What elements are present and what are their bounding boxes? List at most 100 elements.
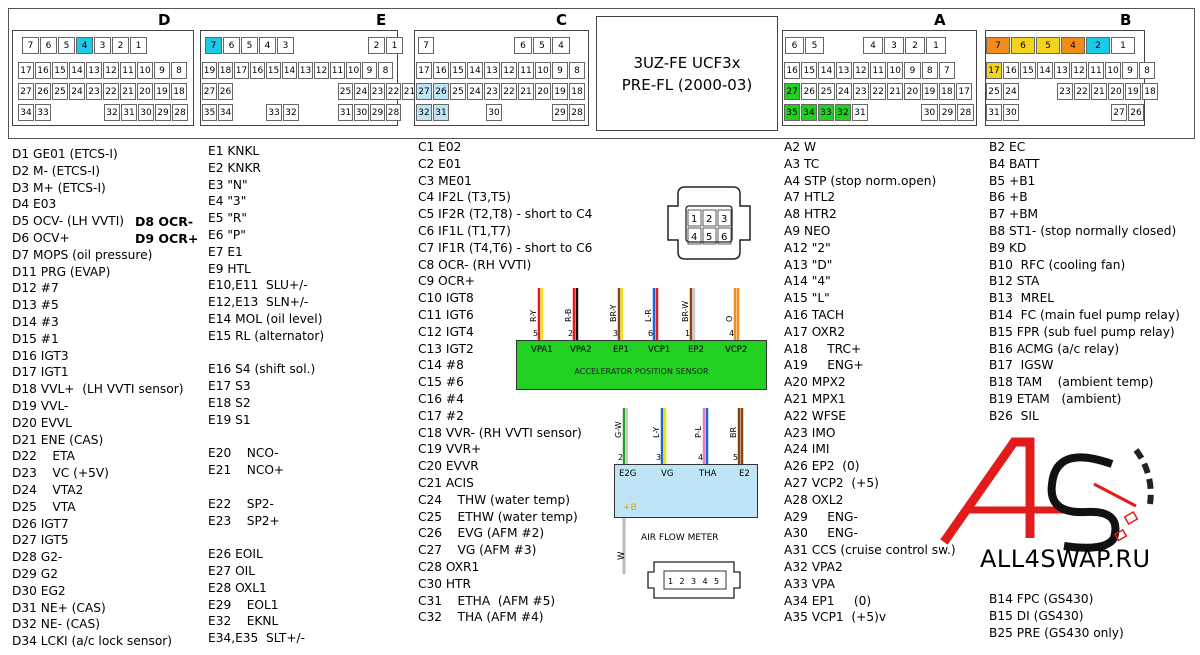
- pin-desc: A35 VCP1 (+5)v: [784, 610, 887, 625]
- pin-cell: 14: [467, 62, 483, 79]
- pin-desc: E29 EOL1: [208, 597, 279, 612]
- pin-cell: 22: [1074, 83, 1090, 100]
- pin-desc: E22 SP2-: [208, 496, 274, 511]
- pin-desc: D22 ETA: [12, 449, 75, 464]
- aps-pin-number: 2: [568, 329, 573, 338]
- pin-desc: B7 +BM: [989, 207, 1039, 222]
- pin-cell: 19: [1125, 83, 1141, 100]
- pin-cell: 23: [1057, 83, 1073, 100]
- aps-pin-label: VCP1: [648, 345, 671, 355]
- pin-desc: B2 EC: [989, 140, 1026, 154]
- aps-wire-color: R-Y: [529, 310, 538, 322]
- pin-cell: 28: [957, 104, 974, 121]
- pin-desc: [208, 429, 324, 446]
- pin-cell: 23: [370, 83, 385, 100]
- pin-cell: 16: [250, 62, 265, 79]
- pin-cell: 7: [22, 37, 39, 54]
- pin-cell: 28: [386, 104, 401, 121]
- pin-desc: D15 #1: [12, 331, 59, 346]
- pin-desc: C20 EVVR: [418, 459, 479, 474]
- pin-desc: B14 FC (main fuel pump relay): [989, 307, 1180, 322]
- all4swap-logo-text: ALL4SWAP.RU: [980, 545, 1151, 573]
- pin-cell: 6: [223, 37, 240, 54]
- pin-desc: B17 IGSW: [989, 358, 1054, 373]
- pin-cell: 15: [266, 62, 281, 79]
- pin-cell: 19: [154, 83, 170, 100]
- aps-label: ACCELERATOR POSITION SENSOR: [574, 367, 709, 376]
- afm-plus-b: +B: [623, 503, 637, 513]
- connector-letter: D: [158, 11, 171, 29]
- pin-cell: 24: [354, 83, 369, 100]
- pin-cell: 5: [1036, 37, 1060, 54]
- pin-desc: B4 BATT: [989, 156, 1040, 171]
- pin-desc: A17 OXR2: [784, 324, 846, 339]
- pin-cell: 27: [18, 83, 34, 100]
- pin-desc: D19 VVL-: [12, 398, 69, 413]
- pin-cell: 12: [103, 62, 119, 79]
- pin-cell: 18: [569, 83, 585, 100]
- pin-desc: D13 #5: [12, 298, 59, 313]
- pin-cell: 4: [1061, 37, 1085, 54]
- pin-desc: B14 FPC (GS430): [989, 592, 1094, 606]
- pin-list-b-gs430: B14 FPC (GS430)B15 DI (GS430)B25 PRE (GS…: [989, 591, 1124, 641]
- pin-cell: 15: [1020, 62, 1036, 79]
- pin-desc: C12 IGT4: [418, 324, 474, 339]
- pin-cell: 25: [450, 83, 466, 100]
- pin-cell: 1: [926, 37, 946, 54]
- pin-desc: E14 MOL (oil level): [208, 311, 323, 326]
- all4swap-logo-mark: [940, 437, 1154, 552]
- pin-desc: [208, 345, 324, 362]
- pin-desc: D21 ENE (CAS): [12, 432, 104, 447]
- connector-letter: B: [1120, 11, 1132, 29]
- pin-desc: E2 KNKR: [208, 160, 261, 175]
- pin-desc: C24 THW (water temp): [418, 492, 571, 507]
- pin-cell: 33: [818, 104, 834, 121]
- pin-cell: 26: [1128, 104, 1144, 121]
- pin-cell: 29: [552, 104, 568, 121]
- pin-desc: A3 TC: [784, 156, 820, 171]
- pin-cell: 27: [416, 83, 432, 100]
- pin-cell: 20: [137, 83, 153, 100]
- title-line1: 3UZ-FE UCF3x: [633, 53, 741, 72]
- pin-cell: 9: [362, 62, 377, 79]
- pin-cell: 30: [354, 104, 369, 121]
- pin-desc: [208, 479, 324, 496]
- pin-desc: C13 IGT2: [418, 341, 474, 356]
- pin-cell: 5: [58, 37, 75, 54]
- pin-cell: 13: [1054, 62, 1070, 79]
- pin-desc: E5 "R": [208, 211, 248, 226]
- aps-wire-color: BR-Y: [609, 304, 618, 322]
- pin-desc: B6 +B: [989, 190, 1028, 205]
- pin-desc: A18 TRC+: [784, 341, 862, 356]
- pin-cell: 25: [52, 83, 68, 100]
- pin-list-d: D1 GE01 (ETCS-I)D2 M- (ETCS-I)D3 M+ (ETC…: [12, 146, 184, 650]
- pin-desc: A34 EP1 (0): [784, 593, 872, 608]
- pin-desc: A2 W: [784, 140, 817, 154]
- pin-cell: 30: [486, 104, 502, 121]
- pin-desc: B5 +B1: [989, 173, 1036, 188]
- pin-cell: 2: [112, 37, 129, 54]
- pin-cell: 21: [518, 83, 534, 100]
- pin-cell: 25: [818, 83, 835, 100]
- pin-cell: 32: [835, 104, 851, 121]
- pin-cell: 23: [484, 83, 500, 100]
- pin-desc: D16 IGT3: [12, 348, 69, 363]
- pin-desc: C8 OCR- (RH VVTI): [418, 257, 532, 272]
- pin-cell: 5: [533, 37, 551, 54]
- pin-desc: C4 IF2L (T3,T5): [418, 190, 511, 205]
- pin-cell: 31: [852, 104, 868, 121]
- pin-cell: 4: [259, 37, 276, 54]
- pin-desc: D11 PRG (EVAP): [12, 264, 111, 279]
- pin-cell: 24: [1003, 83, 1019, 100]
- pin-desc: D29 G2: [12, 566, 58, 581]
- pin-cell: 10: [346, 62, 361, 79]
- afm-plug-pin: 2: [680, 577, 685, 586]
- pin-cell: 30: [921, 104, 938, 121]
- pin-cell: 23: [86, 83, 102, 100]
- plug-pin-cavity: [717, 209, 732, 227]
- pin-desc: E20 NCO-: [208, 446, 279, 461]
- afm-w-wire-label: W: [617, 551, 627, 560]
